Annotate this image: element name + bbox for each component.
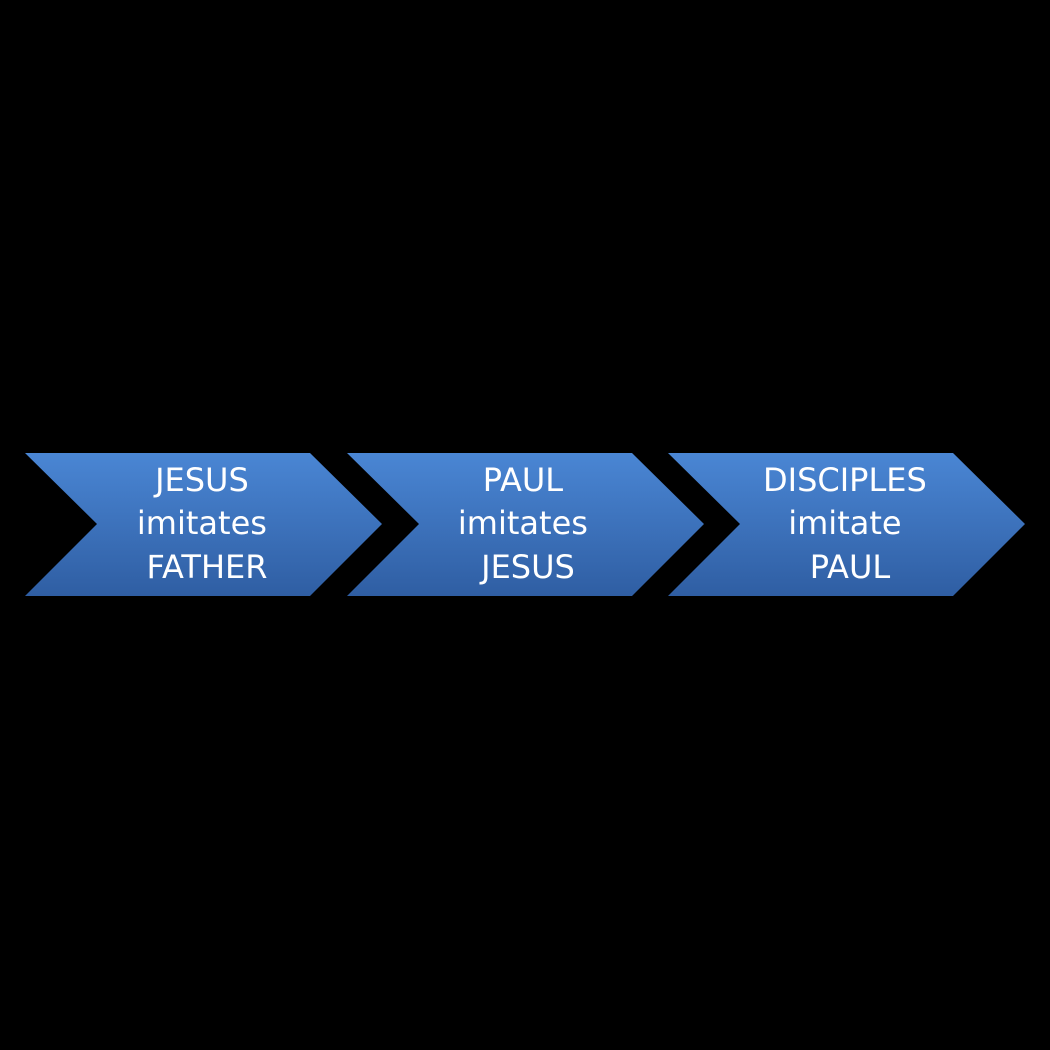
step-2-line-3: JESUS bbox=[479, 548, 575, 586]
step-3-line-1: DISCIPLES bbox=[763, 461, 927, 499]
chevron-step-1: JESUS imitates FATHER bbox=[25, 453, 382, 596]
chevron-step-3: DISCIPLES imitate PAUL bbox=[668, 453, 1025, 596]
step-3-line-2: imitate bbox=[788, 504, 901, 542]
chevron-label-3: DISCIPLES imitate PAUL bbox=[763, 461, 937, 586]
chevron-label-2: PAUL imitates JESUS bbox=[458, 461, 598, 586]
step-2-line-2: imitates bbox=[458, 504, 588, 542]
chevron-label-1: JESUS imitates FATHER bbox=[137, 461, 277, 586]
step-2-line-1: PAUL bbox=[483, 461, 564, 499]
chevron-shape-2 bbox=[347, 453, 704, 596]
step-1-line-1: JESUS bbox=[153, 461, 249, 499]
chevron-shape-3 bbox=[668, 453, 1025, 596]
step-3-line-3: PAUL bbox=[810, 548, 891, 586]
chevron-step-2: PAUL imitates JESUS bbox=[347, 453, 704, 596]
step-1-line-2: imitates bbox=[137, 504, 267, 542]
step-1-line-3: FATHER bbox=[147, 548, 268, 586]
chevron-shape-1 bbox=[25, 453, 382, 596]
